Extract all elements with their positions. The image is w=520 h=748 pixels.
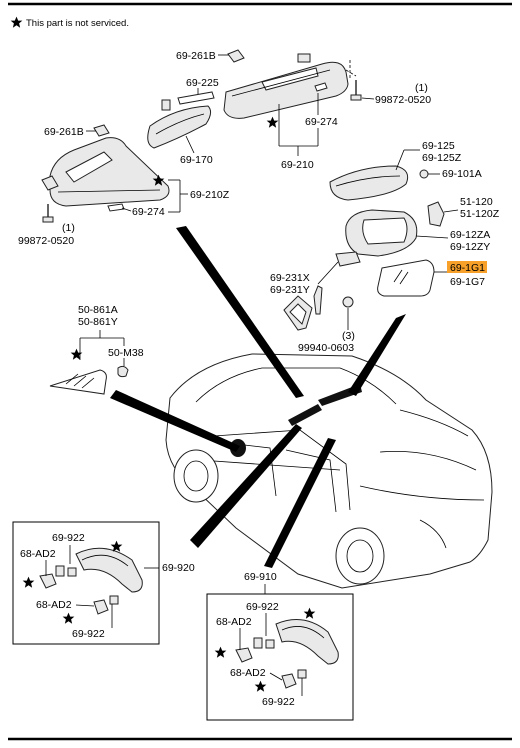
leader-grip-front	[190, 424, 302, 548]
callout-c2: 69-225	[186, 77, 219, 89]
callout-c16a: 69-231X	[270, 272, 310, 284]
callout-c18a: 50-861A	[78, 304, 118, 316]
highlight-69-1G1	[447, 261, 487, 273]
star-icon	[303, 607, 316, 619]
callout-c6: 69-170	[180, 154, 213, 166]
rearview-mirror	[147, 91, 215, 149]
callout-c26: 69-922	[246, 601, 279, 613]
star-icon	[10, 16, 23, 28]
callout-c3: 69-261B	[44, 126, 84, 138]
star-icon	[266, 116, 279, 128]
callout-c24: 69-922	[72, 628, 105, 640]
callout-c23: 68-AD2	[36, 599, 72, 611]
star-icon	[62, 612, 75, 624]
callout-c14a: 69-12ZA	[450, 229, 490, 241]
callout-c13b: 51-120Z	[460, 208, 500, 220]
callout-c4: 99872-0520	[375, 94, 431, 106]
detail-box-69-920	[12, 521, 160, 645]
leader-visor	[176, 226, 304, 398]
leader-quarter-glass	[110, 390, 240, 452]
callout-c20: 69-922	[52, 532, 85, 544]
leader-door-mirror	[348, 314, 406, 396]
callout-c9: 69-274	[132, 206, 165, 218]
callout-c10: 99872-0520	[18, 235, 74, 247]
callout-c25: 69-910	[244, 571, 277, 583]
callout-c16b: 69-231Y	[270, 284, 310, 296]
callout-c10q: (1)	[62, 222, 75, 234]
callout-c28: 68-AD2	[230, 667, 266, 679]
assist-grip-rear	[235, 619, 339, 689]
callout-c12: 69-101A	[442, 168, 482, 180]
callout-c5: 69-274	[305, 116, 338, 128]
callout-c17q: (3)	[342, 330, 355, 342]
quarter-glass	[49, 365, 129, 395]
car-body	[165, 353, 493, 589]
callout-c18b: 50-861Y	[78, 316, 118, 328]
door-mirror-assembly	[283, 165, 445, 331]
callout-c27: 68-AD2	[216, 616, 252, 628]
note-text: This part is not serviced.	[26, 18, 129, 29]
callout-c15a: 69-1G1	[450, 262, 485, 274]
callout-c8: 69-210Z	[190, 189, 230, 201]
callout-c11a: 69-125	[422, 140, 455, 152]
callout-c1: 69-261B	[176, 50, 216, 62]
callout-c17: 99940-0603	[298, 342, 354, 354]
callout-c4q: (1)	[415, 82, 428, 94]
callout-c22: 69-920	[162, 562, 195, 574]
star-icon	[70, 348, 83, 360]
assist-grip-front	[39, 547, 143, 615]
star-icon	[22, 576, 35, 588]
callout-c11b: 69-125Z	[422, 152, 462, 164]
callout-c15b: 69-1G7	[450, 276, 485, 288]
sun-visor-right	[223, 49, 362, 119]
detail-box-69-910	[206, 593, 354, 721]
callout-c19: 50-M38	[108, 347, 144, 359]
callout-c14b: 69-12ZY	[450, 241, 490, 253]
callout-c21: 68-AD2	[20, 548, 56, 560]
star-icon	[214, 646, 227, 658]
callout-c13a: 51-120	[460, 196, 493, 208]
leader-grip-rear	[264, 438, 336, 568]
callout-c29: 69-922	[262, 696, 295, 708]
callout-c7: 69-210	[281, 159, 314, 171]
star-icon	[254, 680, 267, 692]
